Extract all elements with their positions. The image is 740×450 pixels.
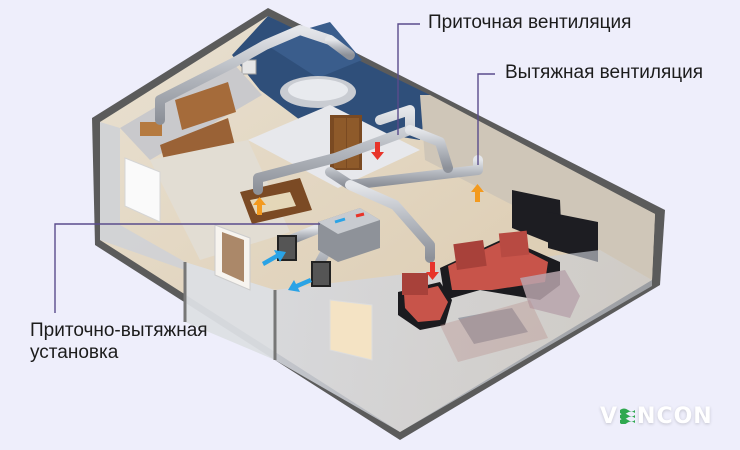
left-walls [100, 122, 373, 361]
logo-suffix: NCON [637, 404, 713, 429]
exhaust-arrow-living [471, 184, 484, 202]
supply-arrow-living [426, 262, 439, 280]
logo-wave-e-icon [620, 408, 636, 424]
exhaust-arrow-bedroom [253, 197, 266, 215]
supply-arrows [371, 142, 439, 280]
discharge-arrow [288, 278, 312, 292]
vencon-logo: V NCON [600, 404, 713, 429]
supply-arrow-hall [371, 142, 384, 160]
air-handling-unit [318, 208, 380, 262]
logo-prefix: V [600, 404, 619, 429]
ducts [155, 25, 483, 280]
supply-leader-line [397, 23, 420, 135]
air-handling-unit-label-line1: Приточно-вытяжная [30, 320, 208, 341]
leader-lines [54, 23, 495, 313]
outdoor-arrows [262, 250, 312, 292]
supply-ventilation-label: Приточная вентиляция [428, 12, 632, 33]
unit-leader-line [54, 223, 320, 313]
exhaust-arrows [253, 184, 484, 215]
air-handling-unit-label-line2: установка [30, 342, 119, 363]
exhaust-leader-line [477, 73, 495, 165]
living-room [275, 95, 655, 432]
exhaust-ventilation-label: Вытяжная вентиляция [505, 62, 704, 83]
intake-arrow [262, 250, 286, 266]
